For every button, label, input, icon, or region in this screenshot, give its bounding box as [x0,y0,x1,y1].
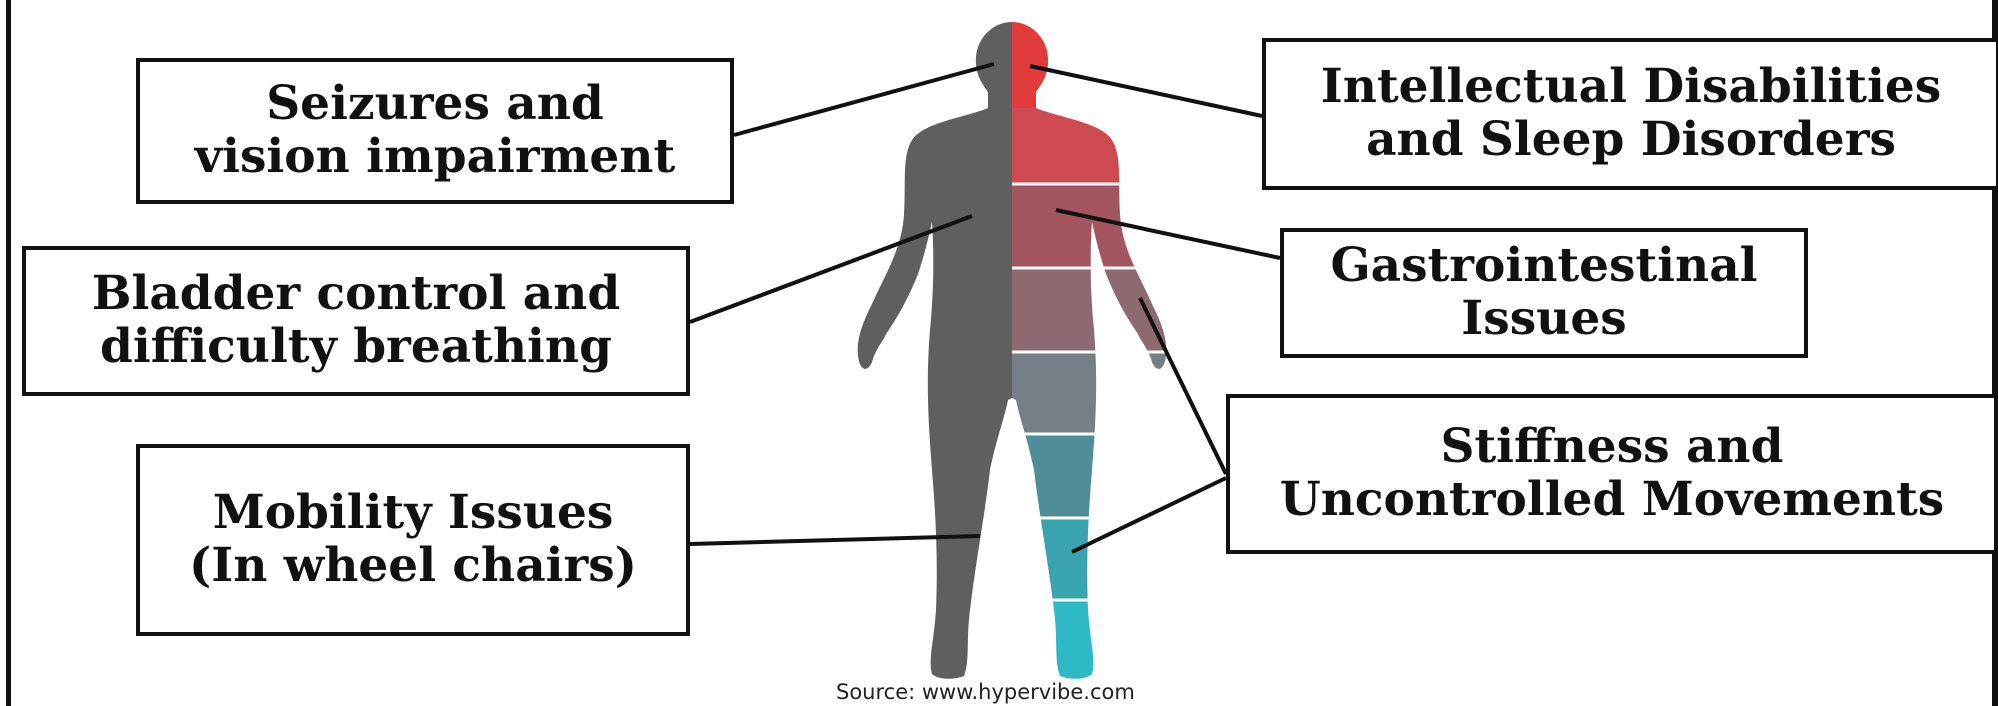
label-seizures: Seizures and vision impairment [136,58,734,204]
label-mobility: Mobility Issues (In wheel chairs) [136,444,690,636]
band-pelvis [1012,268,1212,352]
connector-intellectual [1030,66,1262,116]
band-shin [1012,518,1212,600]
band-chest [1012,108,1212,184]
band-knee [1012,434,1212,518]
label-gastro: Gastrointestinal Issues [1280,228,1808,358]
band-thigh [1012,352,1212,434]
band-abdomen [1012,184,1212,268]
connector-bladder [690,216,972,322]
connector-stiffness-leg [1072,478,1226,552]
label-bladder: Bladder control and difficulty breathing [22,246,690,396]
connector-stiffness-arm [1140,298,1226,474]
label-stiffness: Stiffness and Uncontrolled Movements [1226,394,1998,554]
band-head [1012,0,1212,108]
body-right-half [1012,0,1212,706]
source-caption: Source: www.hypervibe.com [836,680,1216,704]
label-intellectual: Intellectual Disabilities and Sleep Diso… [1262,38,1998,190]
